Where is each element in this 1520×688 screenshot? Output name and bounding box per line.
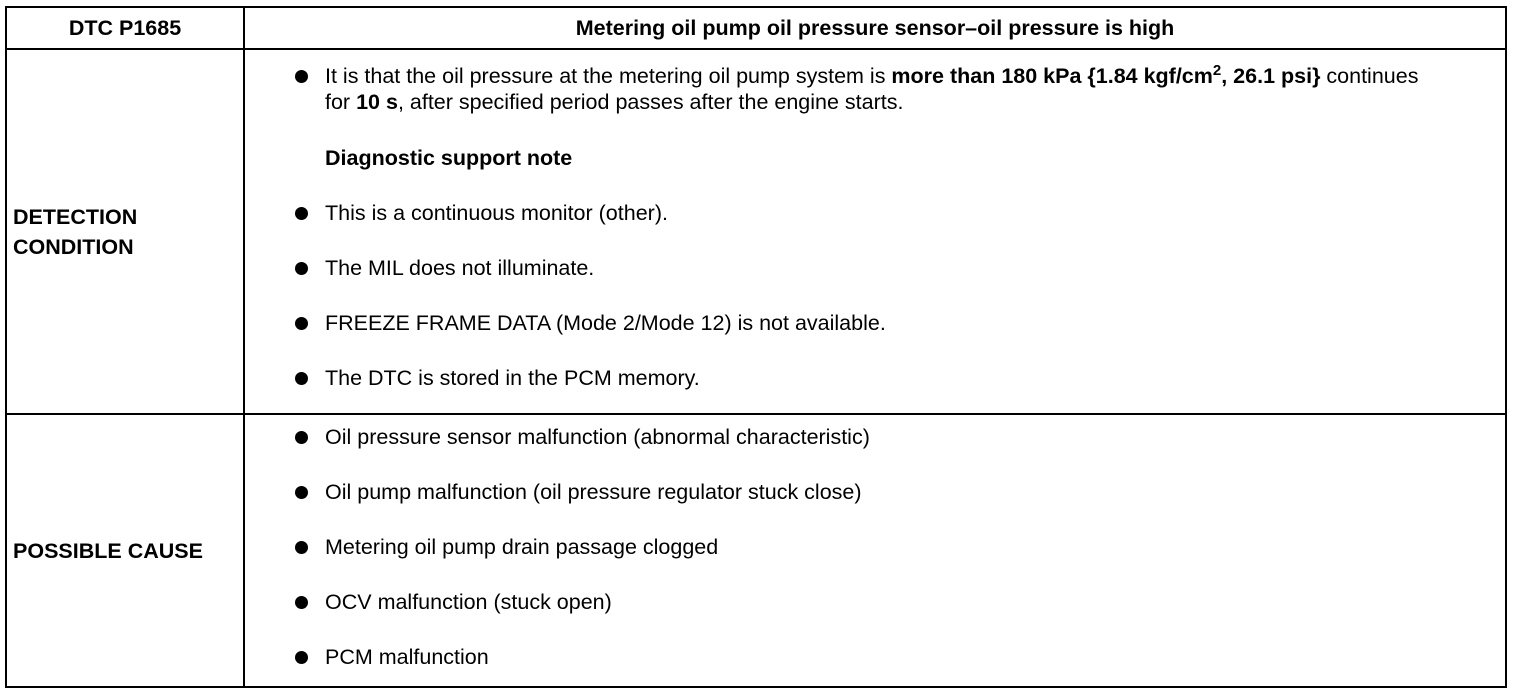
note-item: FREEZE FRAME DATA (Mode 2/Mode 12) is no… xyxy=(245,310,1445,336)
note-item: This is a continuous monitor (other). xyxy=(245,200,1445,226)
detection-row: DETECTION CONDITION It is that the oil p… xyxy=(5,48,1507,415)
detection-label-line-1: DETECTION xyxy=(13,204,138,229)
main-item-text-3: , after specified period passes after th… xyxy=(397,90,904,114)
main-item-superscript: 2 xyxy=(1212,61,1222,79)
diagnostic-support-note-heading: Diagnostic support note xyxy=(325,146,573,170)
cause-item-text: PCM malfunction xyxy=(325,645,489,669)
detection-label-line-2: CONDITION xyxy=(13,234,134,259)
detection-main-item: It is that the oil pressure at the meter… xyxy=(245,63,1445,115)
bullet-icon xyxy=(295,317,308,330)
possible-cause-content: Oil pressure sensor malfunction (abnorma… xyxy=(243,413,1507,688)
dtc-code: DTC P1685 xyxy=(5,6,245,50)
cause-item: OCV malfunction (stuck open) xyxy=(245,589,1445,615)
cause-item-text: Metering oil pump drain passage clogged xyxy=(325,535,719,559)
dtc-title: Metering oil pump oil pressure sensor–oi… xyxy=(243,6,1507,50)
cause-item-text: Oil pressure sensor malfunction (abnorma… xyxy=(325,425,870,449)
bullet-icon xyxy=(295,207,308,220)
bullet-icon xyxy=(295,262,308,275)
bullet-icon xyxy=(295,70,308,83)
note-item: The MIL does not illuminate. xyxy=(245,255,1445,281)
possible-cause-row: POSSIBLE CAUSE Oil pressure sensor malfu… xyxy=(5,413,1507,688)
cause-item-text: OCV malfunction (stuck open) xyxy=(325,590,612,614)
main-item-text-1: It is that the oil pressure at the meter… xyxy=(325,64,892,88)
main-item-bold-1: more than 180 kPa {1.84 kgf/cm xyxy=(891,64,1213,88)
note-item-text: The DTC is stored in the PCM memory. xyxy=(325,366,700,390)
main-item-bold-3: 10 s xyxy=(356,90,398,114)
main-item-bold-2: , 26.1 psi} xyxy=(1221,64,1321,88)
dtc-document: DTC P1685 Metering oil pump oil pressure… xyxy=(5,6,1507,688)
note-item-text: This is a continuous monitor (other). xyxy=(325,201,668,225)
cause-item: PCM malfunction xyxy=(245,644,1445,670)
bullet-icon xyxy=(295,486,308,499)
bullet-icon xyxy=(295,431,308,444)
bullet-icon xyxy=(295,596,308,609)
detection-condition-label: DETECTION CONDITION xyxy=(5,48,245,415)
cause-item: Metering oil pump drain passage clogged xyxy=(245,534,1445,560)
cause-item: Oil pressure sensor malfunction (abnorma… xyxy=(245,424,1445,450)
cause-item: Oil pump malfunction (oil pressure regul… xyxy=(245,479,1445,505)
cause-item-text: Oil pump malfunction (oil pressure regul… xyxy=(325,480,862,504)
bullet-icon xyxy=(295,372,308,385)
detection-condition-content: It is that the oil pressure at the meter… xyxy=(243,48,1507,415)
note-item-text: The MIL does not illuminate. xyxy=(325,256,595,280)
dtc-table: DTC P1685 Metering oil pump oil pressure… xyxy=(5,6,1507,688)
header-row: DTC P1685 Metering oil pump oil pressure… xyxy=(5,6,1507,50)
note-item-text: FREEZE FRAME DATA (Mode 2/Mode 12) is no… xyxy=(325,311,886,335)
note-item: The DTC is stored in the PCM memory. xyxy=(245,365,1445,391)
main-item-text-2: continues for xyxy=(325,64,1419,114)
possible-cause-label: POSSIBLE CAUSE xyxy=(5,413,245,688)
bullet-icon xyxy=(295,541,308,554)
bullet-icon xyxy=(295,651,308,664)
